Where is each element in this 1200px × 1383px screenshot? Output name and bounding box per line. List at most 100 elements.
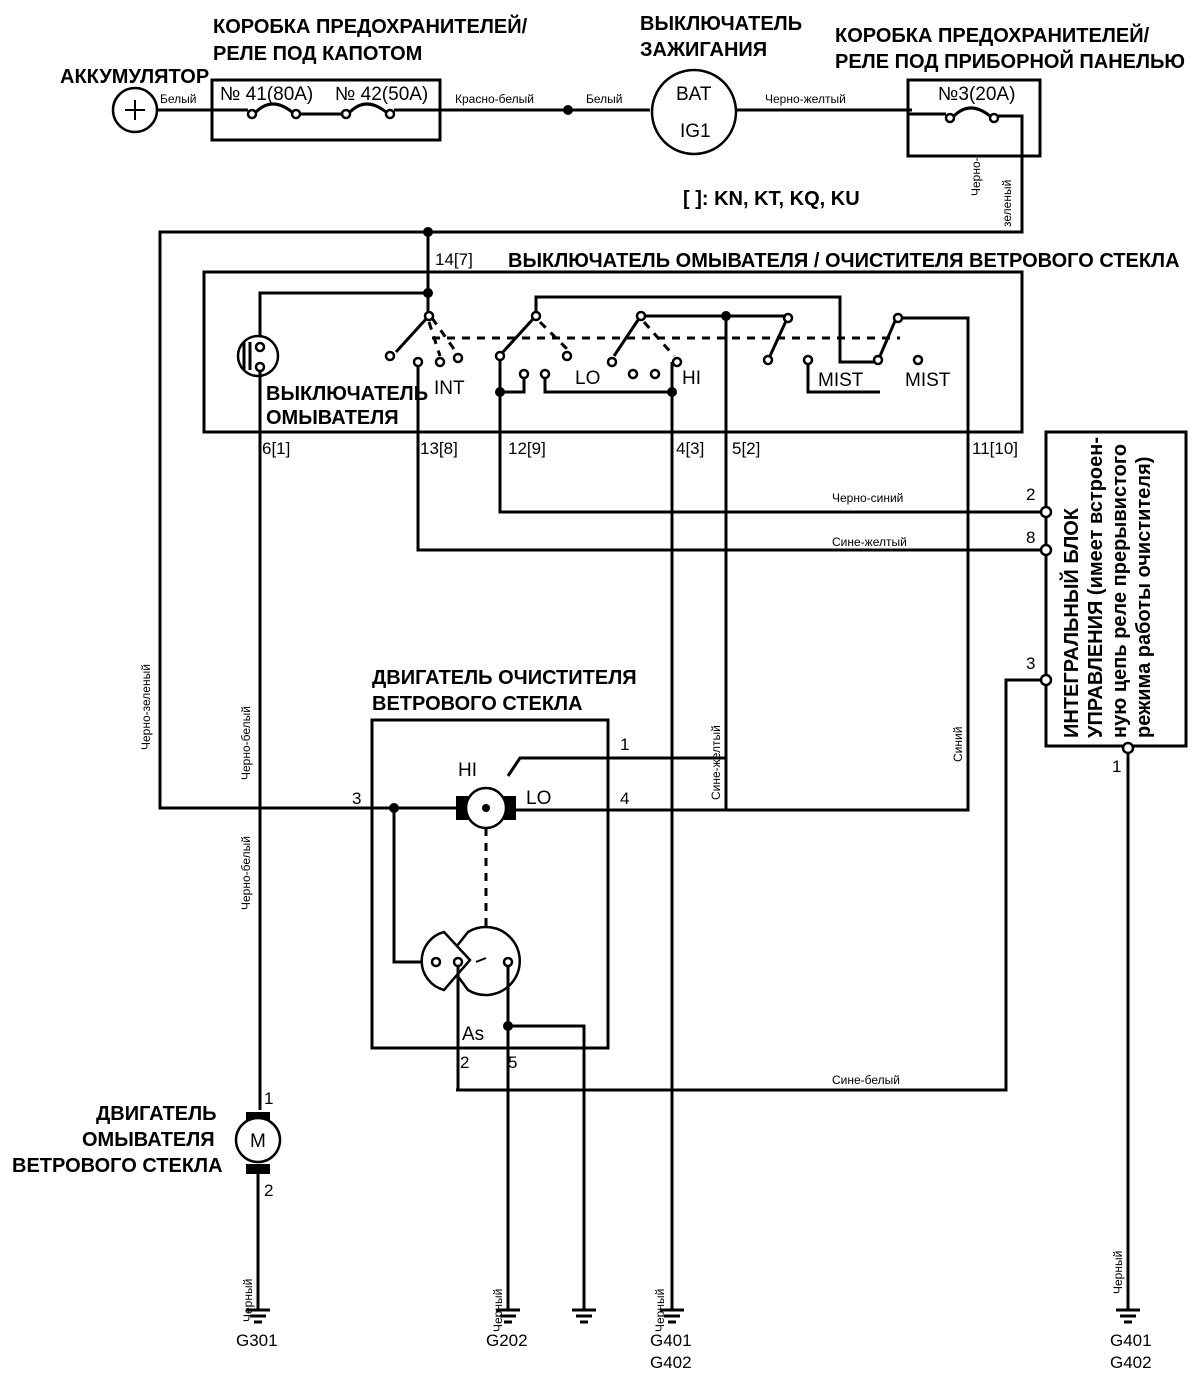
mist2-contact-b xyxy=(912,354,924,366)
washer-motor-label-3: ВЕТРОВОГО СТЕКЛА xyxy=(12,1155,223,1177)
fuse-41-terminal-b xyxy=(290,108,302,120)
icu-pin-2 xyxy=(1039,505,1053,519)
lohi-contact-3 xyxy=(539,368,551,380)
fuse-42-terminal-b xyxy=(384,108,396,120)
wire-bluewhite xyxy=(456,678,1042,1092)
wire-label-redwhite: Красно-белый xyxy=(455,92,534,106)
ground-g202: G202 xyxy=(486,1331,528,1350)
park-cam-icon xyxy=(444,925,521,997)
icu-terminal-8: 8 xyxy=(1026,528,1035,547)
motor-hi-label: HI xyxy=(458,760,477,781)
terminal-11: 11[10] xyxy=(972,439,1018,458)
washer-motor-label-2: ОМЫВАТЕЛЯ xyxy=(82,1129,215,1151)
fuse-42-element xyxy=(348,102,387,114)
lohi-contact-8 xyxy=(671,356,683,368)
wire-mist-link xyxy=(806,364,880,394)
hood-box-label-1: КОРОБКА ПРЕДОХРАНИТЕЛЕЙ/ xyxy=(213,14,528,38)
park-contact-1 xyxy=(430,956,442,968)
ignition-label-2: ЗАЖИГАНИЯ xyxy=(640,39,767,61)
int-contact-3 xyxy=(434,356,446,368)
washer-switch-icon xyxy=(236,334,280,378)
variants-note: [ ]: KN, KT, KQ, KU xyxy=(683,188,860,210)
terminal-13: 13[8] xyxy=(420,439,458,458)
switch-title: ВЫКЛЮЧАТЕЛЬ ОМЫВАТЕЛЯ / ОЧИСТИТЕЛЯ ВЕТРО… xyxy=(508,250,1180,272)
motor-brush-right xyxy=(504,796,516,820)
washer-switch-label-1: ВЫКЛЮЧАТЕЛЬ xyxy=(266,383,428,405)
washer-motor-m: M xyxy=(250,1131,266,1152)
wire-label-bw-bottom: Черно-белый xyxy=(239,836,253,910)
ground-case-icon xyxy=(572,1308,596,1324)
wire-label-black-4: Черный xyxy=(1111,1251,1125,1294)
int-blade xyxy=(394,317,428,354)
wire-label-blue: Синий xyxy=(951,727,965,762)
wire-label-white-battery: Белый xyxy=(160,92,196,106)
washer-motor-terminal-1: 1 xyxy=(264,1089,273,1108)
motor-terminal-3: 3 xyxy=(352,789,361,808)
wire-label-bg-right-1: Черно- xyxy=(969,157,983,196)
wiper-motor-label-1: ДВИГАТЕЛЬ ОЧИСТИТЕЛЯ xyxy=(372,667,637,689)
dash-box-label-1: КОРОБКА ПРЕДОХРАНИТЕЛЕЙ/ xyxy=(835,23,1150,47)
ground-g401-icon xyxy=(660,1308,684,1324)
ground-g402-a: G402 xyxy=(650,1353,692,1372)
ground-icu-icon xyxy=(1116,1308,1140,1324)
icu-label-4: режима работы очистителя) xyxy=(1133,457,1155,738)
int-contact-2 xyxy=(412,356,424,368)
wire-blue-11 xyxy=(506,316,970,812)
icu-label-1: ИНТЕГРАЛЬНЫЙ БЛОК xyxy=(1059,507,1083,738)
fuse-3-terminal-a xyxy=(944,112,956,124)
lohi-contact-1 xyxy=(494,350,506,362)
lohi-linkage xyxy=(538,320,676,357)
icu-pin-8 xyxy=(1039,543,1053,557)
pos-int: INT xyxy=(434,378,465,399)
ignition-bat: BAT xyxy=(676,84,712,105)
pos-lo: LO xyxy=(575,368,600,389)
lohi-contact-7 xyxy=(649,368,661,380)
splice-point xyxy=(563,105,573,115)
wiper-motor-label-2: ВЕТРОВОГО СТЕКЛА xyxy=(372,693,583,715)
mist1-contact-b xyxy=(802,354,814,366)
ground-g402-b: G402 xyxy=(1110,1353,1152,1372)
hood-box-label-2: РЕЛЕ ПОД КАПОТОМ xyxy=(213,43,422,65)
pos-hi: HI xyxy=(682,368,701,389)
motor-terminal-5: 5 xyxy=(508,1053,517,1072)
icu-pin-3 xyxy=(1039,673,1053,687)
terminal-12: 12[9] xyxy=(508,439,546,458)
terminal-4: 4[3] xyxy=(676,439,704,458)
fuse-42-terminal-a xyxy=(340,108,352,120)
icu-terminal-2: 2 xyxy=(1026,485,1035,504)
wire-lo-hi-bus xyxy=(534,295,880,364)
terminal-5: 5[2] xyxy=(732,439,760,458)
terminal-6: 6[1] xyxy=(262,439,290,458)
wire-motor-case-ground xyxy=(508,1024,586,1310)
washer-motor-icon xyxy=(234,1116,282,1164)
washer-switch-contact xyxy=(242,342,252,370)
washer-motor-terminal-2: 2 xyxy=(264,1181,273,1200)
park-cam-wedge xyxy=(420,930,472,992)
lohi-blade xyxy=(501,317,535,354)
wire-label-blueyellow: Сине-желтый xyxy=(832,535,907,549)
wire-label-bg-left: Черно-зеленый xyxy=(139,664,153,750)
wire-blackblue-12 xyxy=(498,360,1044,514)
fuse-41-terminal-a xyxy=(246,108,258,120)
mist2-contact-a xyxy=(872,354,884,366)
fuse-42-label: № 42(50А) xyxy=(335,84,428,105)
wire-lo-return xyxy=(543,362,674,394)
wire-lo-link xyxy=(500,378,526,394)
washer-motor-brush-bottom xyxy=(246,1164,270,1174)
washer-switch-term-b xyxy=(254,361,266,373)
int-contact-1 xyxy=(384,350,396,362)
icu-label-3: ную цепь реле прерывистого xyxy=(1109,444,1131,738)
wire-motor-hi xyxy=(506,756,728,810)
ground-g301: G301 xyxy=(236,1331,278,1350)
ignition-switch xyxy=(650,68,738,156)
wire-blackgreen-feed xyxy=(158,114,1024,810)
motor-terminal-4: 4 xyxy=(620,789,629,808)
fuse-3-label: №3(20А) xyxy=(938,84,1015,105)
motor-terminal-2: 2 xyxy=(460,1053,469,1072)
washer-switch-term-a xyxy=(254,341,266,353)
washer-motor-label-1: ДВИГАТЕЛЬ xyxy=(96,1103,217,1125)
icu-box xyxy=(1044,430,1188,748)
lohi-contact-2 xyxy=(518,368,530,380)
